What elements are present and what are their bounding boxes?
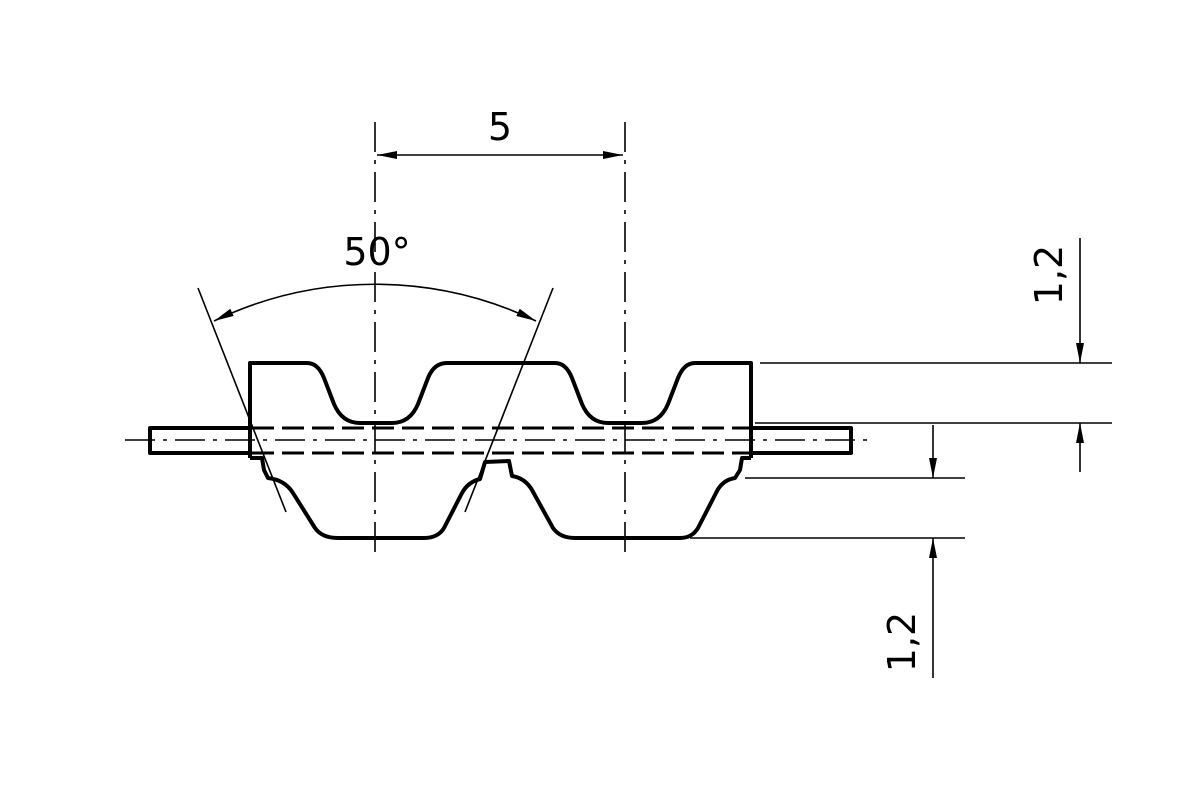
flank-line-right: [464, 287, 554, 513]
bottom-height-label: 1,2: [880, 612, 924, 672]
flank-line-left: [197, 287, 287, 513]
angle-dimension-arc: [213, 283, 537, 322]
belt-top-profile: [248, 361, 753, 458]
angle-label: 50°: [343, 230, 410, 274]
pitch-label: 5: [488, 105, 512, 149]
belt-bottom-profile: [250, 456, 751, 540]
top-height-label: 1,2: [1027, 245, 1071, 305]
